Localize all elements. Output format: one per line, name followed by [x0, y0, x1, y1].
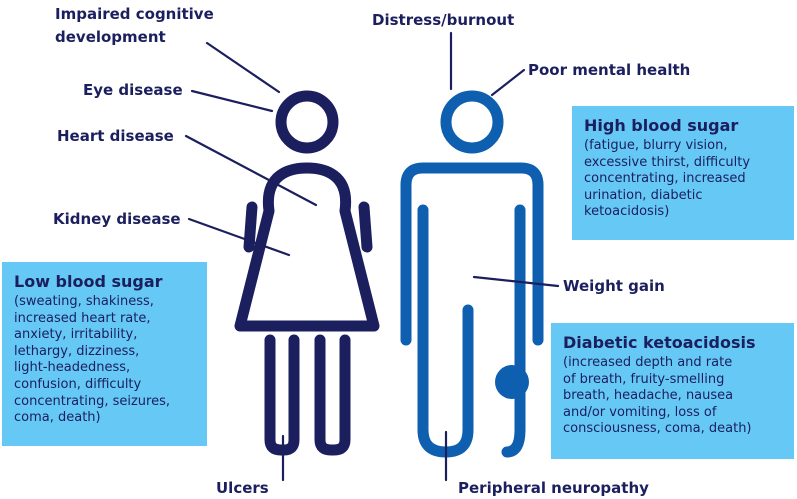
label-eye-disease: Eye disease	[83, 81, 183, 99]
diabetic-ketoacidosis-box: Diabetic ketoacidosis (increased depth a…	[551, 323, 794, 459]
female-body	[234, 162, 380, 332]
eye-pointer	[190, 89, 274, 113]
high-blood-sugar-title: High blood sugar	[584, 116, 739, 135]
male-left-leg	[417, 204, 474, 458]
symptom-line: anxiety, irritability,	[14, 327, 138, 343]
female-figure	[234, 90, 380, 456]
low-blood-sugar-title: Low blood sugar	[14, 272, 163, 291]
male-knee-dot	[495, 365, 529, 399]
label-heart-disease: Heart disease	[57, 127, 174, 145]
label-distress: Distress/burnout	[372, 11, 515, 29]
high-blood-sugar-symptoms: (fatigue, blurry vision, excessive thirs…	[584, 138, 784, 221]
label-weight-gain: Weight gain	[563, 277, 665, 295]
symptom-line: coma, death)	[14, 410, 101, 426]
symptom-line: lethargy, dizziness,	[14, 343, 140, 359]
label-impaired-line2: development	[55, 28, 166, 46]
symptom-line: concentrating, increased	[584, 171, 746, 187]
female-right-arm	[358, 201, 373, 253]
label-impaired-line1: Impaired cognitive	[55, 5, 214, 23]
symptom-line: (fatigue, blurry vision,	[584, 138, 728, 153]
symptom-line: breath, headache, nausea	[563, 388, 734, 404]
female-head	[275, 90, 339, 154]
symptom-line: increased heart rate,	[14, 310, 151, 326]
weight-pointer	[472, 275, 560, 288]
high-blood-sugar-box: High blood sugar (fatigue, blurry vision…	[572, 106, 794, 240]
label-poor-mental-health: Poor mental health	[528, 61, 691, 79]
label-ulcers: Ulcers	[216, 479, 269, 497]
impaired-pointer	[205, 41, 281, 94]
female-right-leg	[314, 334, 351, 456]
diabetic-ketoacidosis-symptoms: (increased depth and rate of breath, fru…	[563, 355, 784, 438]
symptom-line: of breath, fruity-smelling	[563, 371, 725, 387]
poor-mental-pointer	[490, 68, 526, 97]
symptom-line: consciousness, coma, death)	[563, 421, 752, 437]
low-blood-sugar-box: Low blood sugar (sweating, shakiness, in…	[2, 262, 207, 446]
pointer-lines	[184, 31, 560, 482]
kidney-pointer	[187, 217, 291, 257]
female-left-leg	[264, 334, 300, 456]
symptom-line: concentrating, seizures,	[14, 393, 171, 409]
symptom-line: excessive thirst, difficulty	[584, 154, 751, 170]
male-right-leg	[501, 204, 526, 458]
label-kidney-disease: Kidney disease	[53, 210, 181, 228]
symptom-line: urination, diabetic	[584, 187, 703, 203]
low-blood-sugar-symptoms: (sweating, shakiness, increased heart ra…	[14, 294, 197, 427]
symptom-line: confusion, difficulty	[14, 376, 142, 392]
diabetic-ketoacidosis-title: Diabetic ketoacidosis	[563, 333, 756, 352]
male-head	[440, 90, 504, 154]
male-outline	[400, 162, 544, 346]
label-peripheral-neuropathy: Peripheral neuropathy	[458, 479, 649, 497]
heart-pointer	[184, 134, 318, 207]
label-impaired-cognitive: Impaired cognitive development	[55, 4, 214, 47]
male-figure	[400, 90, 544, 458]
symptom-line: (sweating, shakiness,	[14, 294, 154, 309]
symptom-line: ketoacidosis)	[584, 204, 670, 220]
symptom-line: light-headedness,	[14, 360, 131, 376]
symptom-line: and/or vomiting, loss of	[563, 404, 717, 420]
symptom-line: (increased depth and rate	[563, 355, 733, 370]
